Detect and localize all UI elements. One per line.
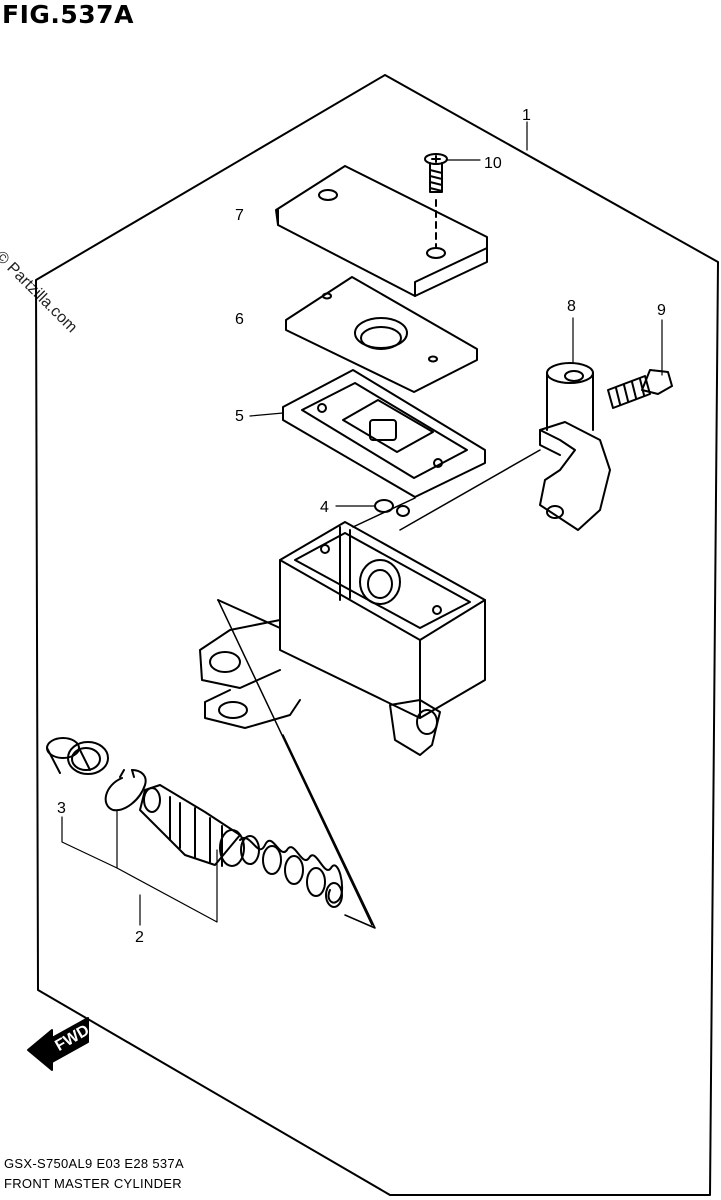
callout-8[interactable]: 8 <box>567 298 576 315</box>
callout-6[interactable]: 6 <box>235 311 244 328</box>
holder-bolt <box>607 369 673 409</box>
piston <box>139 784 245 867</box>
master-cylinder-body <box>199 521 486 756</box>
leader-holder <box>399 449 541 531</box>
callout-leaders <box>61 121 663 926</box>
model-code: GSX-S750AL9 E03 E28 537A <box>4 1156 184 1171</box>
figure-title: FIG.537A <box>2 0 134 29</box>
callout-2[interactable]: 2 <box>135 929 144 946</box>
holder <box>539 362 611 531</box>
assembly-boundary <box>35 74 719 1196</box>
callout-7[interactable]: 7 <box>235 207 244 224</box>
callout-3[interactable]: 3 <box>57 800 66 817</box>
spring <box>239 835 344 908</box>
leader-plate <box>352 497 416 528</box>
reservoir-cap <box>275 165 488 297</box>
callout-9[interactable]: 9 <box>657 302 666 319</box>
diaphragm <box>285 276 478 393</box>
plate <box>282 369 486 498</box>
callout-5[interactable]: 5 <box>235 408 244 425</box>
callout-10[interactable]: 10 <box>484 155 502 172</box>
cap-screw <box>424 153 448 249</box>
callout-1[interactable]: 1 <box>522 107 531 124</box>
callout-4[interactable]: 4 <box>320 499 329 516</box>
leader-piston <box>282 734 376 929</box>
fwd-arrow-icon <box>27 1017 89 1071</box>
diagram-caption: FRONT MASTER CYLINDER <box>4 1176 182 1191</box>
circlip <box>104 769 147 812</box>
dust-boot <box>46 737 109 775</box>
